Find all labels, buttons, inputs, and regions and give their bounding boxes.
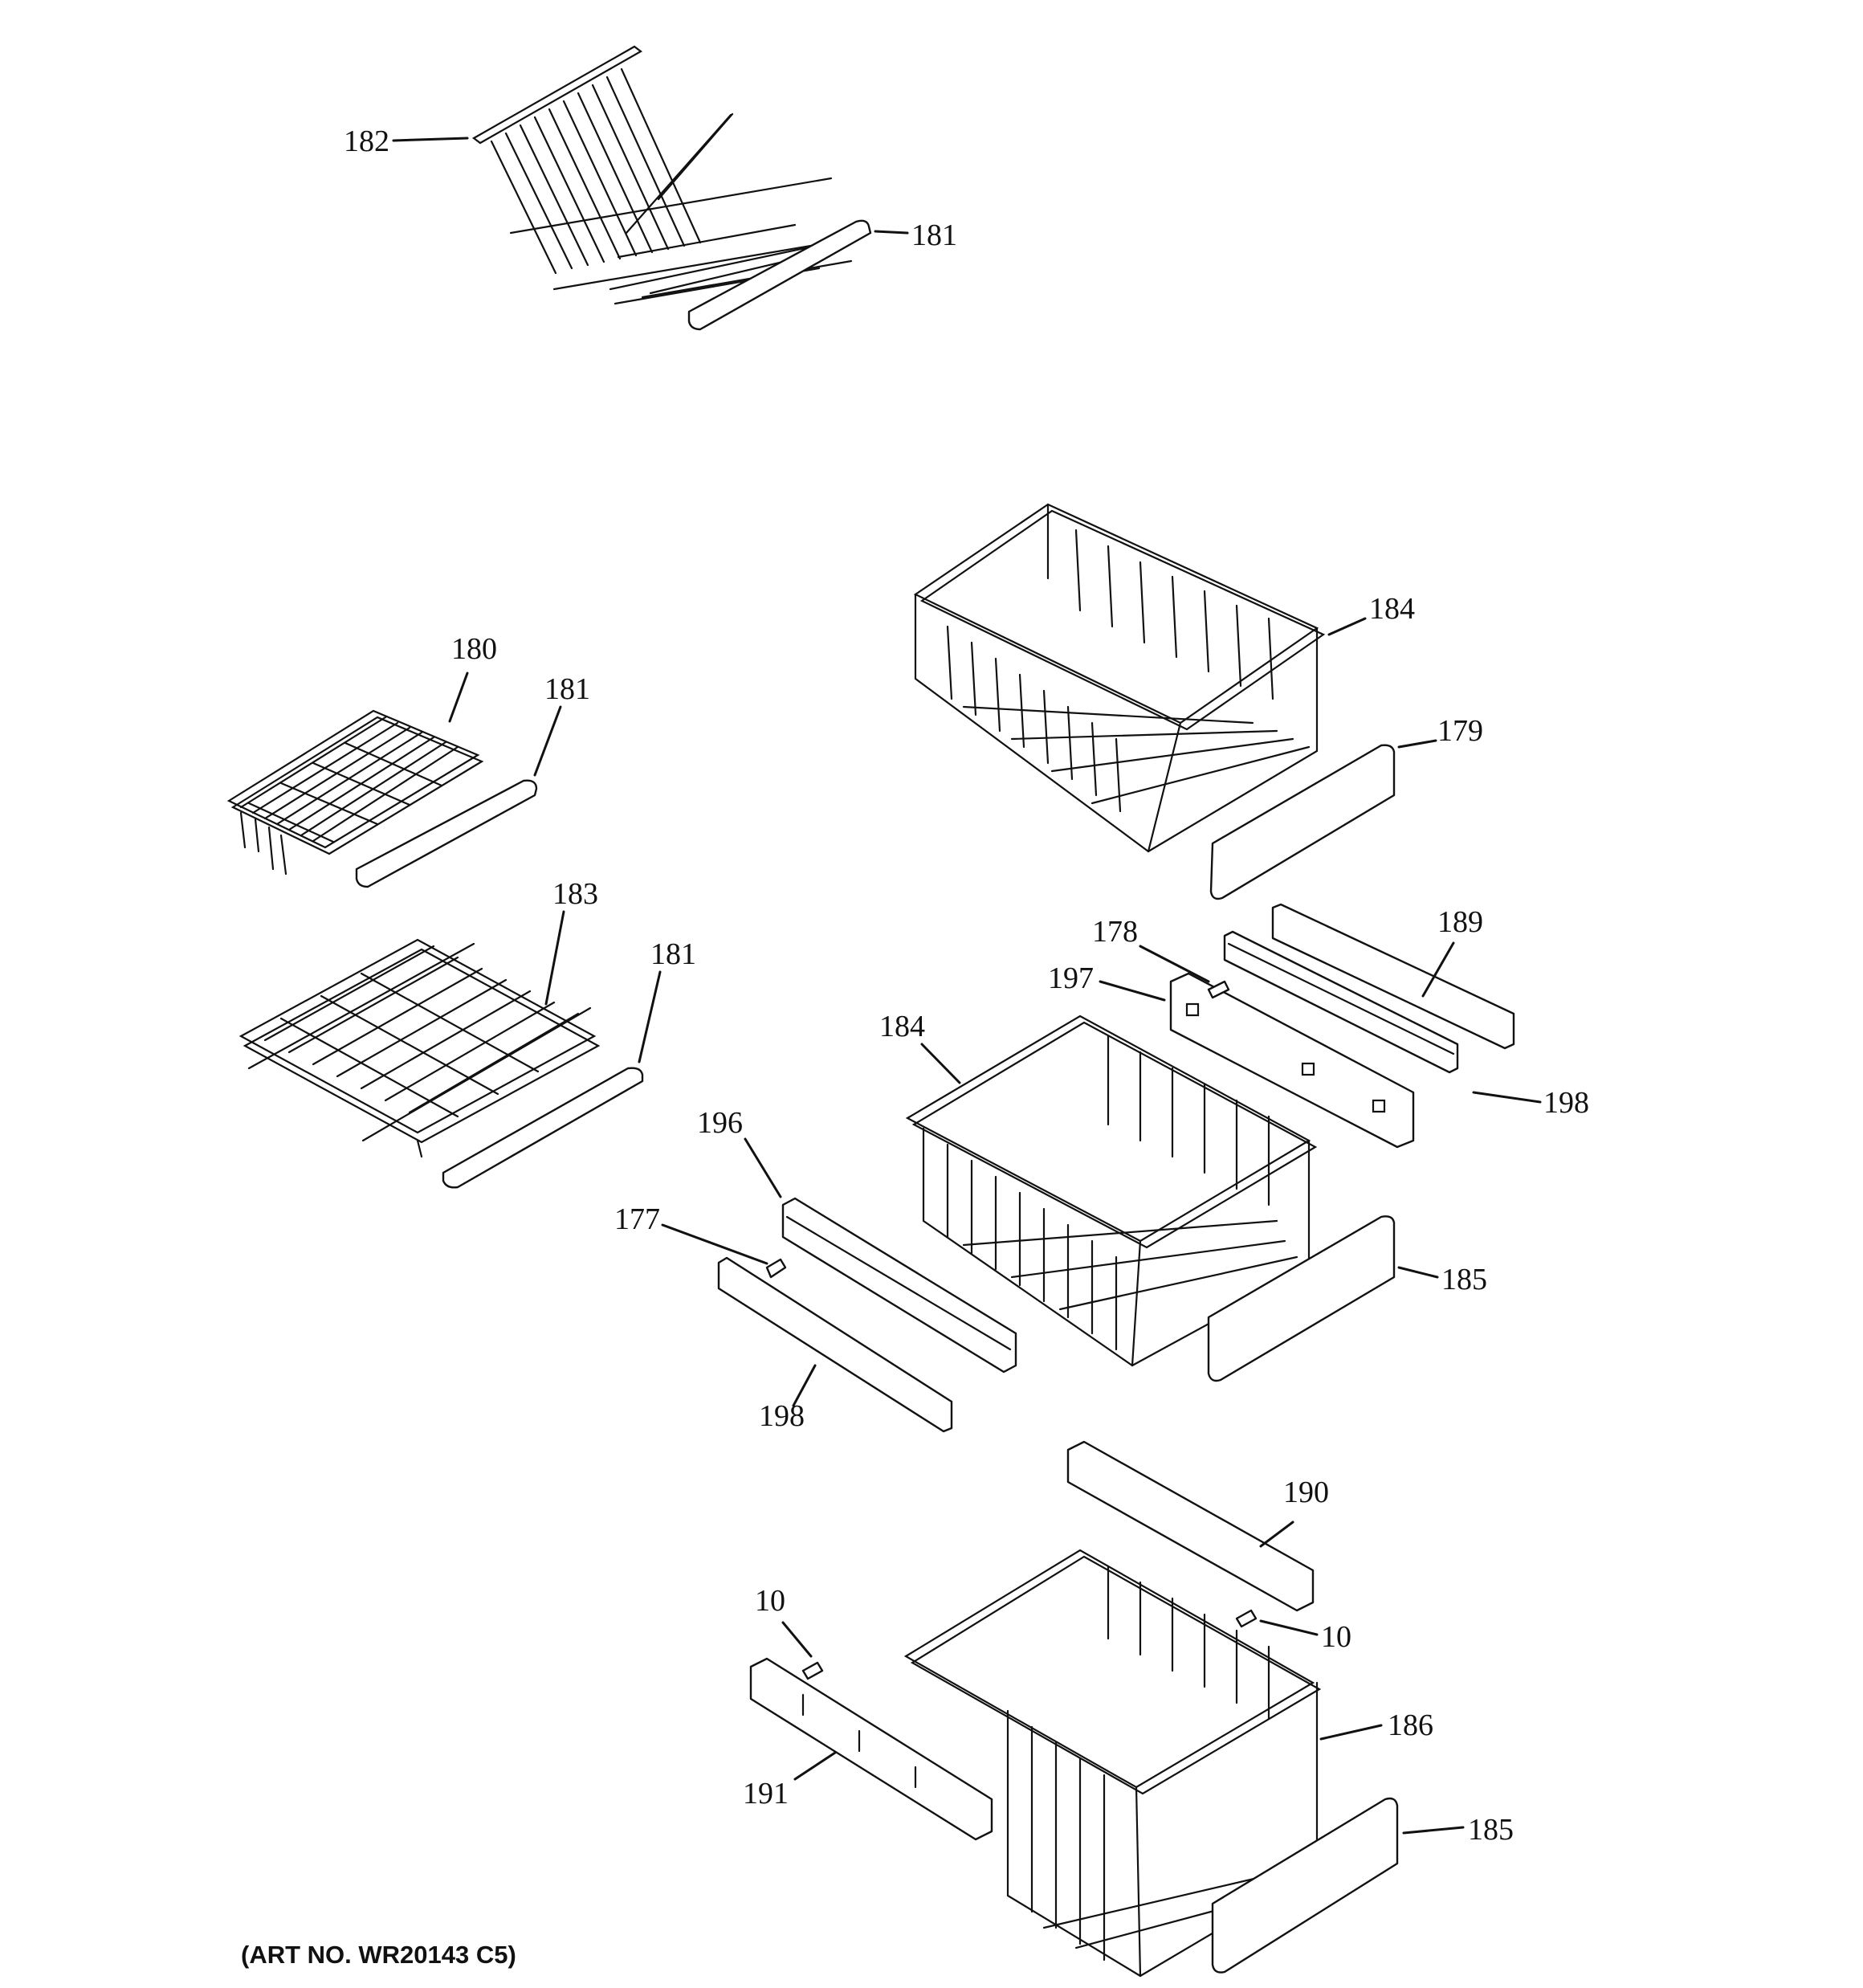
screw-178 (1207, 980, 1230, 999)
callout-180: 180 (451, 632, 497, 666)
shelf-180 (226, 709, 538, 888)
rail-190 (1066, 1440, 1315, 1612)
shelf-183 (238, 938, 644, 1189)
leader-lines (392, 137, 1542, 1835)
callout-197: 197 (1048, 961, 1094, 995)
slide-198-upper (1223, 930, 1459, 1074)
screw-10-right (1235, 1609, 1258, 1628)
slide-196 (781, 1197, 1017, 1374)
callout-184-upper: 184 (1369, 592, 1415, 626)
callout-185-middle: 185 (1441, 1263, 1487, 1296)
callout-191: 191 (743, 1777, 789, 1810)
callout-10-right: 10 (1321, 1620, 1351, 1654)
callout-181-top: 181 (911, 218, 957, 252)
callout-186: 186 (1388, 1708, 1433, 1742)
basket-184-lower (905, 1014, 1396, 1382)
callout-185-bottom: 185 (1468, 1813, 1514, 1847)
callout-190: 190 (1283, 1476, 1329, 1509)
shelf-182 (471, 45, 872, 331)
callout-189: 189 (1437, 905, 1483, 939)
bracket-197 (1169, 972, 1415, 1149)
callout-labels: 182 181 180 181 183 181 184 179 178 189 … (344, 125, 1589, 1847)
callout-198-upper: 198 (1543, 1086, 1589, 1120)
art-number-caption: (ART NO. WR20143 C5) (241, 1941, 516, 1969)
callout-179: 179 (1437, 714, 1483, 748)
callout-184-lower: 184 (879, 1010, 925, 1043)
callout-178: 178 (1092, 915, 1138, 949)
callout-196: 196 (697, 1106, 743, 1140)
screw-10-left (801, 1661, 824, 1680)
callout-183: 183 (552, 877, 598, 911)
callout-181-shelf-183: 181 (650, 937, 696, 971)
screw-177 (765, 1258, 787, 1279)
callout-182: 182 (344, 125, 389, 158)
basket-184-upper (913, 503, 1396, 900)
rail-191 (749, 1657, 993, 1841)
callout-177: 177 (614, 1202, 660, 1236)
callout-181-small-shelf: 181 (544, 672, 590, 706)
callout-198-lower: 198 (759, 1399, 805, 1433)
rail-189 (1271, 903, 1515, 1050)
callout-10-left: 10 (755, 1584, 785, 1618)
slide-198-lower (717, 1256, 953, 1433)
basket-186 (903, 1549, 1399, 1978)
